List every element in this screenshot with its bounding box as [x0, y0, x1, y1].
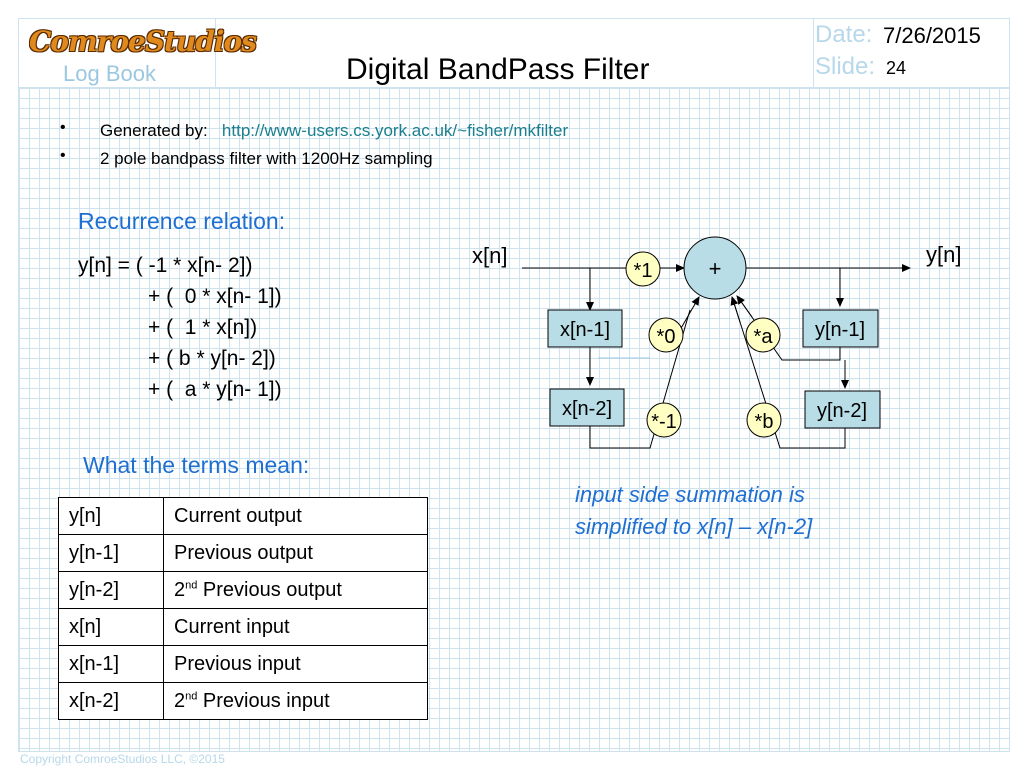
meaning-text: Previous input	[197, 689, 330, 712]
slide-title: Digital BandPass Filter	[346, 53, 650, 86]
bullet-dot: •	[60, 119, 66, 136]
equation-line-1: y[n] = ( -1 * x[n- 2])	[78, 254, 253, 277]
slide-header: ComroeStudios Log Book Digital BandPass …	[18, 18, 1010, 88]
meaning-cell: Current input	[163, 608, 428, 646]
feed-arrow-b	[730, 296, 741, 323]
term-cell: x[n]	[58, 608, 164, 646]
bullet-generated-by: • Generated by: http://www-users.cs.york…	[60, 119, 569, 141]
comroestudios-logo: ComroeStudios	[29, 25, 257, 58]
meaning-text: Previous output	[197, 578, 342, 601]
input-label: x[n]	[472, 243, 507, 268]
delay-box-yn1	[802, 309, 879, 348]
bullet-dot: •	[60, 147, 66, 164]
bullet-text: 2 pole bandpass filter with 1200Hz sampl…	[100, 149, 433, 168]
summation-node	[683, 236, 747, 300]
slide-label: Slide:	[815, 53, 876, 80]
date-label: Date:	[815, 21, 873, 48]
meaning-cell: Previous output	[163, 534, 428, 572]
slide-number: 24	[886, 58, 907, 78]
header-divider	[215, 19, 216, 87]
sum-label: +	[709, 256, 722, 281]
table-row: y[n-2] 2nd Previous output	[58, 571, 428, 609]
meaning-cell: 2nd Previous input	[163, 682, 428, 720]
coef-label-b: *b	[755, 411, 774, 433]
delay-label-yn1: y[n-1]	[815, 319, 865, 341]
coef-circle-b	[746, 402, 782, 438]
copyright-footer: Copyright ComroeStudios LLC, ©2015	[20, 752, 225, 766]
equation-line-5: + ( a * y[n- 1])	[148, 378, 282, 401]
coef-label-m1: *-1	[651, 411, 677, 433]
term-cell: x[n-2]	[58, 682, 164, 720]
bullet-text: Generated by:	[100, 121, 208, 140]
note-line-2: simplified to x[n] – x[n-2]	[575, 514, 813, 539]
delay-box-xn1	[547, 309, 623, 348]
equation-line-3: + ( 1 * x[n])	[148, 316, 258, 339]
table-row: y[n] Current output	[58, 497, 428, 535]
delay-label-xn2: x[n-2]	[562, 398, 612, 420]
feed-arrow-m1	[679, 296, 700, 331]
table-row: x[n-2] 2nd Previous input	[58, 682, 428, 720]
meaning-cell: Current output	[163, 497, 428, 535]
output-label: y[n]	[926, 242, 961, 267]
meaning-cell: 2nd Previous output	[163, 571, 428, 609]
equation-line-4: + ( b * y[n- 2])	[148, 347, 276, 370]
ordinal-number: 2	[174, 578, 186, 601]
ordinal-suffix: nd	[185, 689, 198, 702]
coef-circle-a	[745, 317, 781, 353]
terms-heading: What the terms mean:	[83, 452, 310, 478]
coef-label-a: *a	[754, 326, 774, 348]
feed-arrow-a	[736, 295, 753, 318]
coef-label-0: *0	[657, 326, 676, 348]
equation-line-2: + ( 0 * x[n- 1])	[148, 285, 282, 308]
table-row: x[n] Current input	[58, 608, 428, 646]
header-divider	[813, 19, 814, 87]
coef-circle-0	[648, 317, 684, 353]
recurrence-heading: Recurrence relation:	[78, 208, 286, 234]
terms-table: y[n] Current output y[n-1] Previous outp…	[58, 497, 428, 720]
coef-circle-1	[625, 251, 661, 287]
summation-note: input side summation is simplified to x[…	[575, 479, 812, 543]
term-cell: y[n-2]	[58, 571, 164, 609]
ordinal-suffix: nd	[185, 578, 198, 591]
delay-box-xn2	[549, 388, 625, 427]
log-book-label: Log Book	[63, 61, 156, 86]
note-line-1: input side summation is	[575, 482, 805, 507]
term-cell: y[n]	[58, 497, 164, 535]
coef-circle-m1	[646, 402, 682, 438]
date-value: 7/26/2015	[883, 23, 981, 48]
mkfilter-link[interactable]: http://www-users.cs.york.ac.uk/~fisher/m…	[221, 121, 569, 140]
feed-line-b	[732, 299, 846, 449]
coef-label-1: *1	[634, 260, 653, 282]
table-row: y[n-1] Previous output	[58, 534, 428, 572]
delay-label-xn1: x[n-1]	[560, 319, 610, 341]
term-cell: x[n-1]	[58, 645, 164, 683]
bullet-filter-info: • 2 pole bandpass filter with 1200Hz sam…	[60, 147, 433, 169]
delay-box-yn2	[804, 390, 881, 429]
table-row: x[n-1] Previous input	[58, 645, 428, 683]
delay-label-yn2: y[n-2]	[817, 400, 867, 422]
ordinal-number: 2	[174, 689, 186, 712]
feed-line-m1	[589, 309, 691, 449]
